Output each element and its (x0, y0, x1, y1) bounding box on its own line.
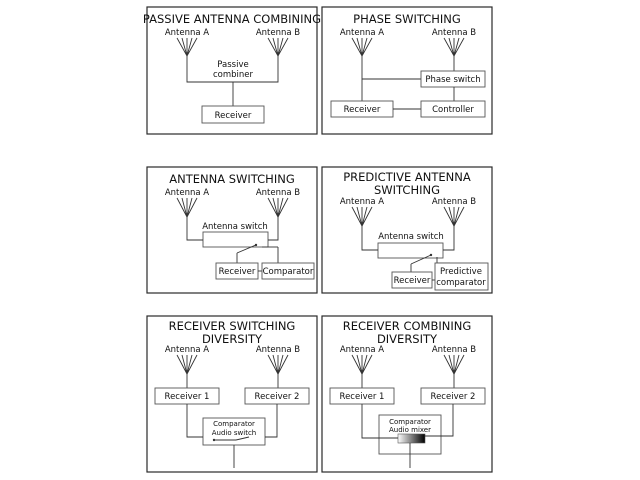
antenna-switch-box (377, 242, 444, 259)
receiver-2-label: Receiver 2 (255, 392, 300, 402)
switch-contact (410, 254, 432, 265)
controller-label: Controller (432, 105, 474, 115)
predictive-comparator-box (434, 262, 489, 291)
panel-receiver-combining-diversity: RECEIVER COMBINING DIVERSITY Antenna A A… (321, 315, 493, 473)
antenna-switch-label: Antenna switch (202, 222, 268, 232)
combiner-wire (186, 56, 279, 83)
panel-passive-antenna-combining: PASSIVE ANTENNA COMBINING Antenna A Ante… (143, 6, 321, 135)
panel-title-line-1: PREDICTIVE ANTENNA (343, 170, 471, 184)
antenna-a-label: Antenna A (340, 28, 384, 38)
panel-title: PHASE SWITCHING (353, 12, 461, 26)
antenna-a-label: Antenna A (340, 345, 384, 355)
comparator-box (261, 262, 315, 280)
receiver-2-label: Receiver 2 (431, 392, 476, 402)
panel-receiver-switching-diversity: RECEIVER SWITCHING DIVERSITY Antenna A A… (146, 315, 318, 473)
antenna-switch-label: Antenna switch (378, 232, 444, 242)
controller-box (420, 100, 486, 118)
panel-title-line-2: DIVERSITY (202, 332, 263, 346)
panel-title-line-1: RECEIVER SWITCHING (169, 319, 296, 333)
antenna-a-wire (186, 217, 203, 241)
receiver-label: Receiver (215, 111, 252, 121)
receiver-label: Receiver (344, 105, 381, 115)
antenna-a-label: Antenna A (165, 188, 209, 198)
antenna-switch-box (202, 231, 269, 248)
antenna-b-label: Antenna B (432, 197, 476, 207)
receiver-label: Receiver (394, 276, 431, 286)
combiner-label-line-1: Passive (217, 60, 248, 70)
antenna-a-label: Antenna A (340, 197, 384, 207)
antenna-a-label: Antenna A (165, 345, 209, 355)
antenna-b-label: Antenna B (432, 28, 476, 38)
antenna-b-label: Antenna B (256, 188, 300, 198)
box-label-line-2: Audio switch (212, 429, 256, 437)
receiver-1-wire (186, 404, 203, 438)
receiver-box (201, 105, 265, 124)
antenna-b-wire (443, 226, 455, 251)
box-label-line-2: Audio mixer (389, 426, 431, 434)
receiver-2-wire (265, 404, 278, 438)
switch-pivot (429, 253, 433, 257)
switch-pivot (254, 243, 258, 247)
comparator-label: Comparator (263, 267, 314, 277)
antenna-b-label: Antenna B (432, 345, 476, 355)
box-label-line-1: Comparator (213, 420, 255, 428)
receiver-label: Receiver (219, 267, 256, 277)
switch-arm (235, 436, 250, 441)
panel-antenna-switching: ANTENNA SWITCHING Antenna A Antenna B An… (146, 166, 318, 294)
panel-title-line-2: DIVERSITY (377, 332, 438, 346)
mixer-fader-gradient (397, 433, 426, 444)
panel-title: PASSIVE ANTENNA COMBINING (143, 12, 321, 26)
antenna-b-label: Antenna B (256, 345, 300, 355)
panel-title: ANTENNA SWITCHING (169, 172, 294, 186)
combiner-label-line-2: combiner (213, 70, 254, 80)
comparator-label-line-2: comparator (436, 278, 486, 288)
antenna-a-wire (361, 226, 378, 251)
receiver-1-label: Receiver 1 (165, 392, 210, 402)
phase-switch-box (420, 70, 486, 88)
switch-contact (236, 244, 257, 254)
antenna-b-label: Antenna B (256, 28, 300, 38)
receiver-1-wire (361, 404, 398, 439)
comparator-label-line-1: Predictive (440, 267, 482, 277)
receiver-2-wire (425, 404, 454, 437)
switch-pivot-left (212, 438, 216, 442)
phase-switch-label: Phase switch (425, 75, 480, 85)
panel-predictive-antenna-switching: PREDICTIVE ANTENNA SWITCHING Antenna A A… (321, 166, 493, 294)
antenna-b-wire (268, 217, 279, 241)
box-label-line-1: Comparator (389, 418, 431, 426)
receiver-1-label: Receiver 1 (340, 392, 385, 402)
panel-title-line-2: SWITCHING (374, 183, 440, 197)
panel-phase-switching: PHASE SWITCHING Antenna A Antenna B Phas… (321, 6, 493, 135)
antenna-a-label: Antenna A (165, 28, 209, 38)
panel-title-line-1: RECEIVER COMBINING (343, 319, 472, 333)
